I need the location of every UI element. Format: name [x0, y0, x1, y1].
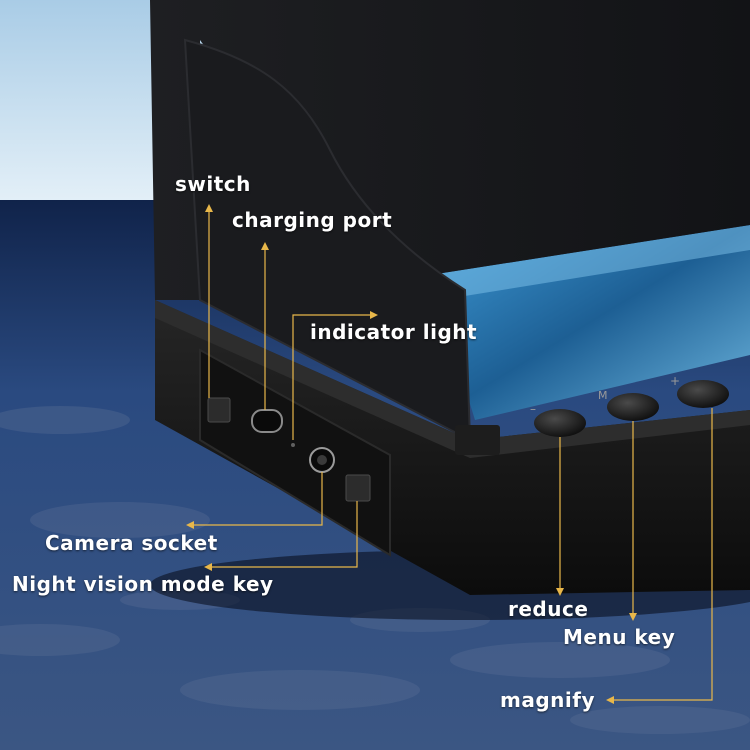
label-indicator-light: indicator light [310, 320, 478, 344]
port-panel [199, 348, 391, 557]
label-switch: switch [175, 172, 251, 196]
sunshade-side [183, 38, 472, 442]
indicator-led [291, 443, 295, 447]
reduce-mark: – [530, 402, 536, 416]
sunshade-visor [150, 0, 750, 300]
menu-mark: M [598, 389, 608, 402]
label-magnify: magnify [500, 688, 595, 712]
switch-toggle [207, 397, 231, 423]
night-vision-button [345, 474, 371, 502]
front-buttons [534, 380, 729, 437]
label-menu-key: Menu key [563, 625, 676, 649]
label-night-vision-key: Night vision mode key [12, 572, 274, 596]
camera-socket-inner [317, 455, 327, 465]
screen-highlight [430, 225, 750, 300]
magnify-mark: + [670, 374, 680, 388]
label-reduce: reduce [508, 597, 589, 621]
callout-lines [186, 204, 713, 704]
usb-c-port [251, 409, 283, 433]
label-charging-port: charging port [232, 208, 393, 232]
label-camera-socket: Camera socket [45, 531, 218, 555]
visor-hinge [455, 425, 500, 455]
